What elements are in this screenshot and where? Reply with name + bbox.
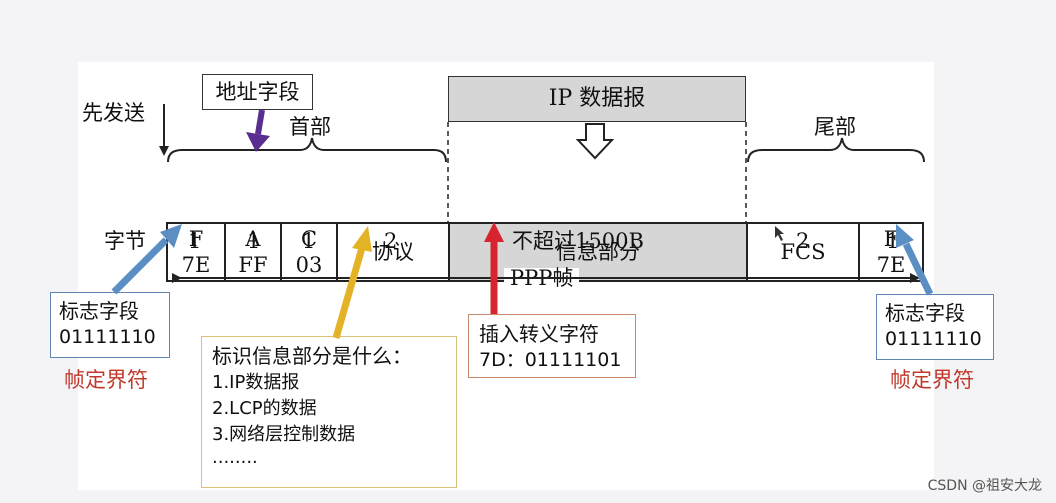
- trailer-label: 尾部: [814, 115, 856, 139]
- protocol-note-box: 标识信息部分是什么： 1.IP数据报 2.LCP的数据 3.网络层控制数据 ..…: [201, 336, 457, 488]
- byte-count: 2: [796, 229, 810, 253]
- trailer-brace: [747, 137, 925, 163]
- byte-count: 2: [384, 229, 398, 253]
- field-control: C 03: [280, 222, 336, 282]
- hollow-down-arrow: [575, 123, 615, 160]
- flag-arrow-left-head: [160, 224, 182, 248]
- protocol-note-item: 3.网络层控制数据: [212, 424, 356, 446]
- field-text: F: [883, 226, 899, 251]
- field-text: F: [188, 226, 204, 251]
- address-arrow-head: [246, 132, 270, 152]
- field-text: 协议: [372, 239, 414, 264]
- mouse-cursor-icon: [775, 226, 784, 241]
- diagram-canvas: 先发送 地址字段 首部 IP 数据报 尾部 F 7E A FF C 03 协议 …: [50, 62, 994, 490]
- protocol-arrow-shaft: [332, 247, 366, 339]
- flag-title: 标志字段: [885, 301, 965, 325]
- protocol-note-item: 1.IP数据报: [212, 372, 300, 393]
- escape-note-value: 7D：01111101: [479, 349, 622, 371]
- field-text: 信息部分: [556, 239, 640, 264]
- field-address: A FF: [224, 222, 280, 282]
- escape-note-title: 插入转义字符: [479, 322, 599, 346]
- send-first-label: 先发送: [82, 101, 145, 125]
- field-text: C: [300, 226, 318, 251]
- bytes-label: 字节: [104, 229, 146, 253]
- flag-arrow-right-head: [896, 224, 914, 248]
- escape-note-box: 插入转义字符 7D：01111101: [468, 314, 636, 378]
- diagram-overlay: [111, 104, 934, 339]
- escape-arrow-head: [484, 222, 504, 242]
- byte-count: 不超过1500B: [512, 229, 644, 253]
- flag-value: 01111110: [59, 326, 156, 348]
- protocol-arrow-head: [352, 226, 372, 252]
- flag-value: 01111110: [885, 328, 982, 350]
- ip-datagram-box: IP 数据报: [448, 76, 746, 122]
- flag-title: 标志字段: [59, 299, 139, 323]
- field-text: A: [245, 226, 261, 251]
- byte-count: 1: [188, 229, 202, 253]
- field-text: FCS: [780, 239, 826, 264]
- address-field-label: 地址字段: [215, 79, 300, 104]
- protocol-note-item: ........: [212, 447, 258, 469]
- protocol-note-item: 2.LCP的数据: [212, 398, 317, 420]
- address-field-box: 地址字段: [202, 74, 313, 110]
- flag-caption-left: 帧定界符: [64, 368, 148, 392]
- ip-datagram-label: IP 数据报: [548, 86, 646, 112]
- flag-box-right: 标志字段 01111110: [876, 294, 994, 360]
- flag-arrow-left-shaft: [111, 237, 169, 295]
- byte-count: 1: [247, 229, 261, 253]
- flag-arrow-right-shaft: [902, 242, 934, 296]
- protocol-note-title: 标识信息部分是什么：: [212, 344, 412, 368]
- header-label: 首部: [289, 115, 331, 139]
- watermark: CSDN @祖安大龙: [927, 478, 1042, 494]
- address-arrow-shaft: [255, 109, 265, 135]
- flag-caption-right: 帧定界符: [890, 368, 974, 392]
- byte-count: 1: [302, 229, 316, 253]
- header-brace: [167, 137, 447, 163]
- flag-box-left: 标志字段 01111110: [50, 292, 170, 358]
